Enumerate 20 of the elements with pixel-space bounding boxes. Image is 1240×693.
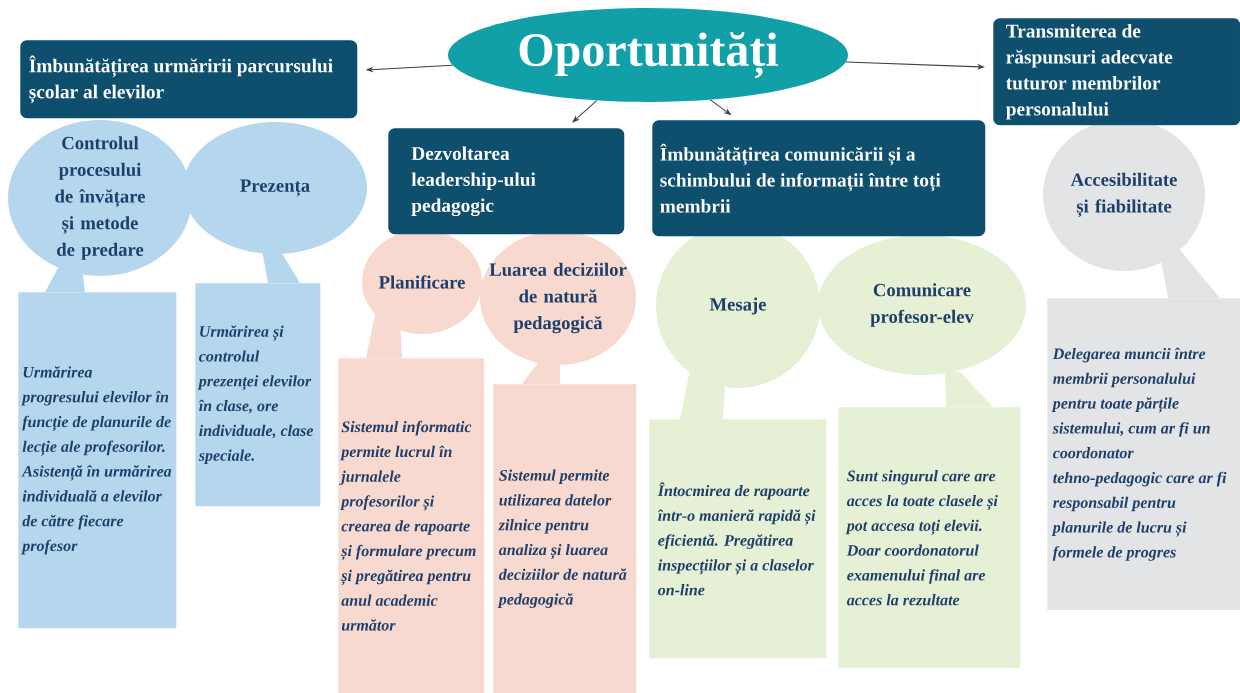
callout-box: Sistemul informatic permite lucrul în jurnalele profesorilor și crearea de rapoarte și formulare precum și pregătirea pentru anul academic următor <box>338 358 485 693</box>
arrow <box>845 61 985 70</box>
speech-bubble: Accesibilitate și fiabilitate <box>1043 119 1205 271</box>
heading-box: Îmbunătățirea comunicării și a schimbului de informații între toți membrii <box>652 120 986 237</box>
callout-box: Urmărirea și controlul prezenței elevilor în clase, ore individuale, clase speciale. <box>195 283 321 507</box>
speech-bubble: Comunicare profesor-elev <box>818 235 1026 375</box>
callout-box: Urmărirea progresului elevilor în funcție de planurile de lecție ale profesorilor. Asistență în urmărirea individuală a elevilor de către fiecare profesor <box>18 292 177 629</box>
heading-box: Transmiterea de răspunsuri adecvate tuturor membrilor personalului <box>993 18 1240 126</box>
speech-bubble: Mesaje <box>656 224 820 388</box>
heading-box: Îmbunătățirea urmăririi parcursului școlar al elevilor <box>20 40 358 119</box>
arrow <box>572 100 598 123</box>
callout-box: Întocmirea de rapoarte într-o manieră rapidă și eficientă. Pregătirea inspecțiilor și a claselor on-line <box>649 419 827 659</box>
callout-box: Sistemul permite utilizarea datelor zilnice pentru analiza și luarea deciziilor de natură pedagogică <box>493 384 637 693</box>
speech-bubble: Planificare <box>362 230 482 334</box>
callout-box: Delegarea muncii între membrii personalului pentru toate părțile sistemului, cum ar fi un coordonator tehno-pedagogic care ar fi responsabil pentru planurile de lucru și formele de progres <box>1047 298 1240 611</box>
heading-box: Dezvoltarea leadership-ului pedagogic <box>388 128 625 235</box>
speech-bubble: Prezența <box>183 122 367 254</box>
speech-bubble: Controlul procesului de învățare și metode de predare <box>8 120 192 276</box>
speech-bubble: Luarea deciziilor de natură pedagogică <box>480 231 636 365</box>
callout-box: Sunt singurul care are acces la toate clasele și pot accesa toți elevii. Doar coordonatorul examenului final are acces la rezultate <box>838 407 1021 669</box>
